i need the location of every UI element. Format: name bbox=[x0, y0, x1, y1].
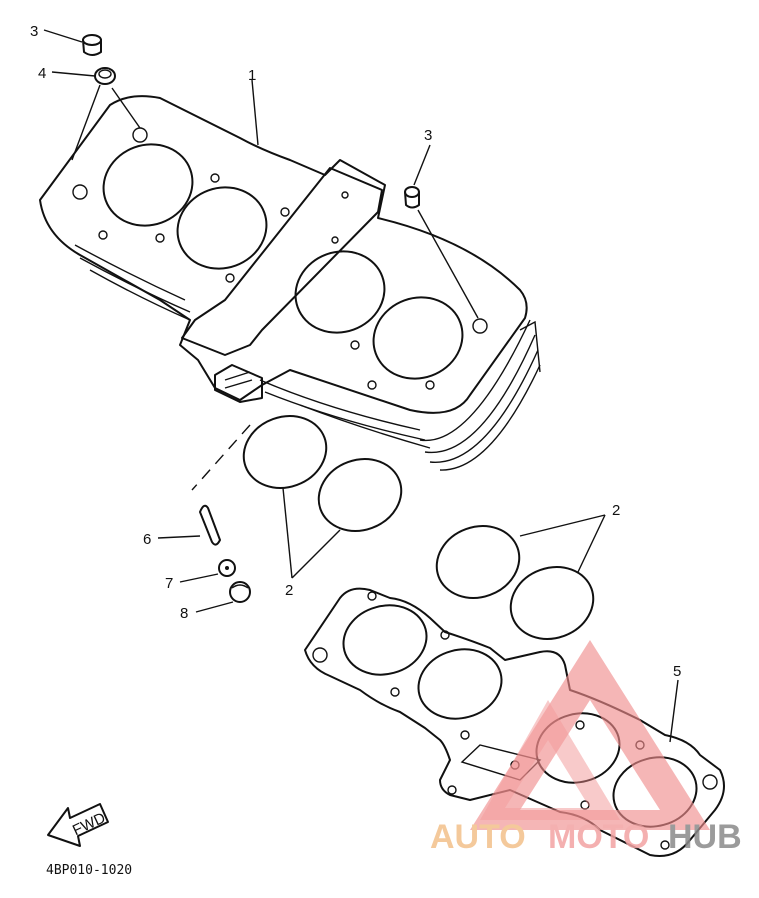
label-part-5: 5 bbox=[673, 663, 681, 680]
bore-3 bbox=[294, 250, 386, 334]
label-part-4: 4 bbox=[38, 65, 46, 82]
gasket-bore-1 bbox=[342, 604, 428, 676]
watermark-logo: AUTO MOTO HUB bbox=[430, 640, 742, 856]
label-part-2-left: 2 bbox=[285, 582, 293, 599]
bore-4 bbox=[372, 296, 464, 380]
gasket-holes bbox=[312, 591, 718, 850]
fwd-arrow-icon: FWD bbox=[47, 803, 109, 847]
o-rings-left bbox=[242, 415, 403, 532]
watermark-text-moto: MOTO bbox=[548, 818, 649, 856]
watermark-triangle-icon bbox=[470, 640, 710, 830]
watermark-text-hub: HUB bbox=[668, 818, 742, 856]
pin-6 bbox=[199, 504, 221, 546]
label-part-2-right: 2 bbox=[612, 502, 620, 519]
cap-8 bbox=[229, 581, 251, 603]
cylinder-lower-stub bbox=[214, 364, 263, 403]
watermark-text-auto: AUTO bbox=[430, 818, 526, 856]
dowel-pin-upper bbox=[82, 34, 102, 56]
label-part-1: 1 bbox=[248, 67, 256, 84]
label-part-3-right: 3 bbox=[424, 127, 432, 144]
part-code: 4BP010-1020 bbox=[46, 863, 132, 878]
label-part-7: 7 bbox=[165, 575, 173, 592]
label-part-3-upper: 3 bbox=[30, 23, 38, 40]
o-rings-right bbox=[435, 525, 595, 640]
leader-lines bbox=[43, 29, 679, 743]
cylinder-block bbox=[39, 95, 541, 471]
cylinder-bolt-holes bbox=[72, 127, 488, 390]
label-part-8: 8 bbox=[180, 605, 188, 622]
dowel-pin-right bbox=[404, 186, 420, 209]
cylinder-fins bbox=[74, 244, 541, 471]
cylinder-flange bbox=[181, 167, 383, 356]
bore-1 bbox=[102, 143, 194, 227]
label-part-6: 6 bbox=[143, 531, 151, 548]
o-ring-upper bbox=[94, 67, 116, 85]
washer-7 bbox=[218, 559, 236, 577]
cylinder-top-outline bbox=[39, 95, 528, 414]
gasket-bore-2 bbox=[417, 648, 503, 720]
fwd-label: FWD bbox=[70, 809, 108, 839]
bore-2 bbox=[176, 186, 268, 270]
